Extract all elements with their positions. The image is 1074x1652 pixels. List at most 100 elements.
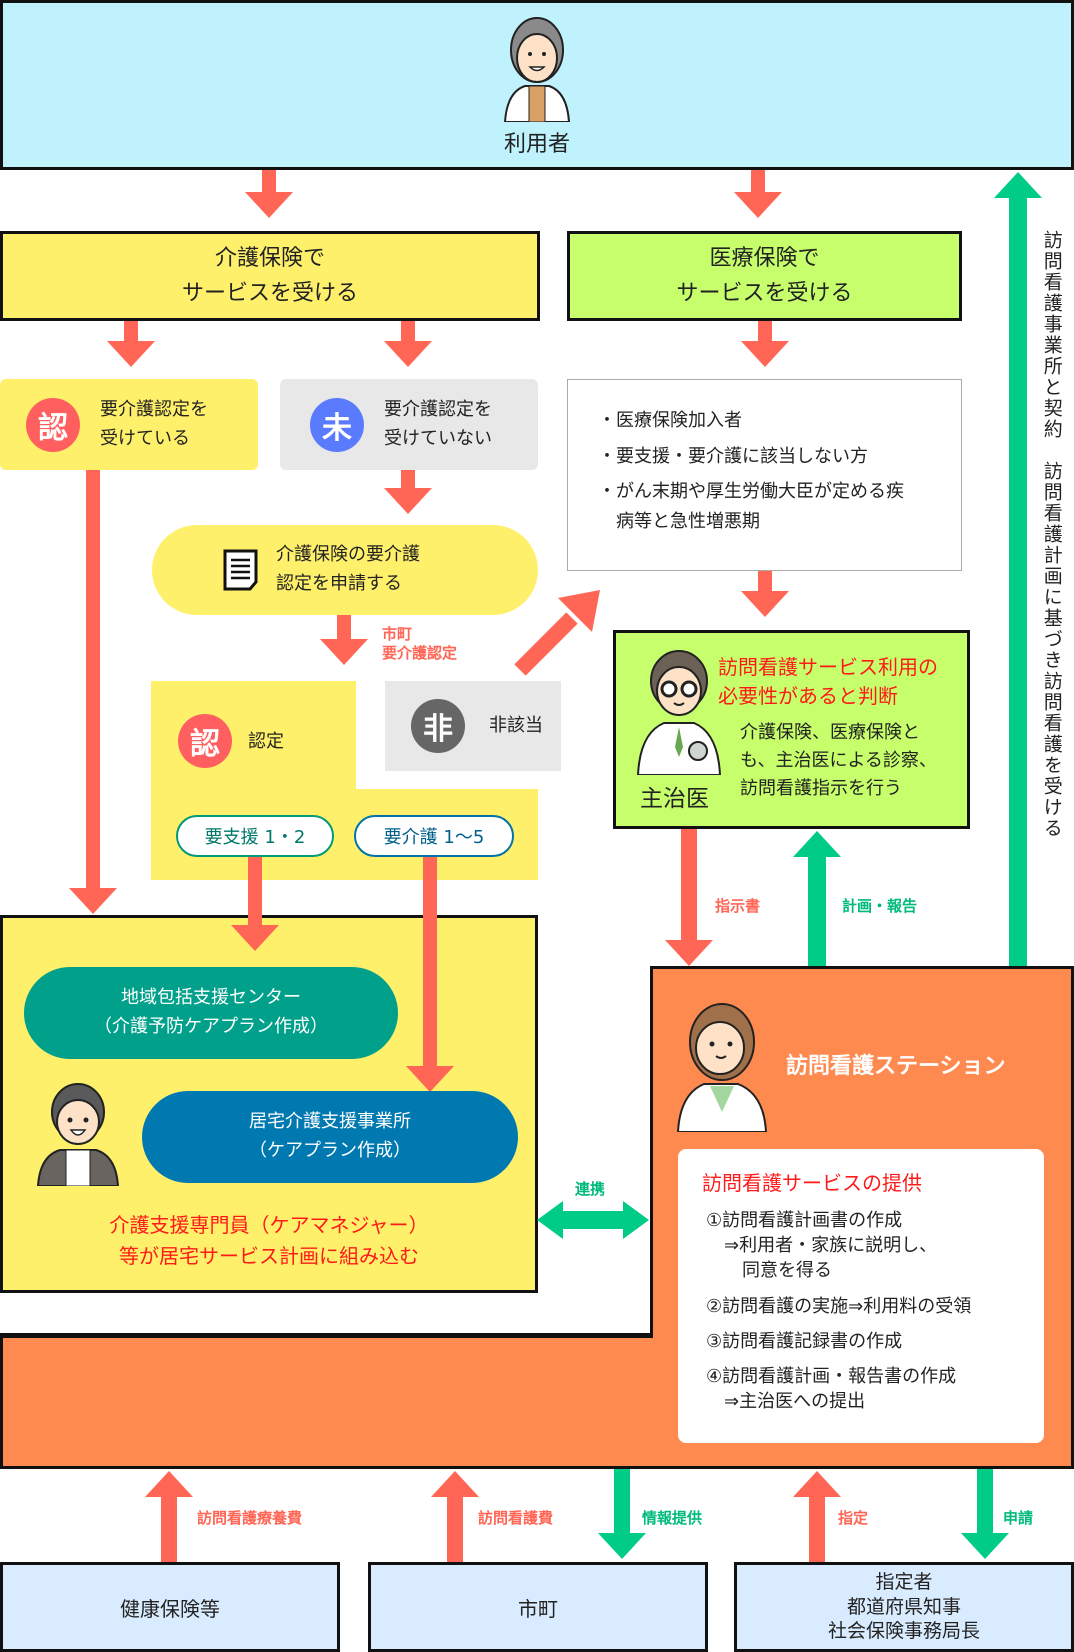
service-item: ⇒利用者・家族に説明し、 (706, 1235, 938, 1257)
user-box: 利用者 (0, 0, 1074, 170)
arrow-down-icon (406, 1066, 454, 1092)
municipal-cert-label-1: 市町 (382, 625, 413, 643)
municipal-cert-label: 市町 要介護認定 (382, 625, 457, 663)
not-certified-box: 未 要介護認定を 受けていない (280, 379, 538, 470)
care-level-label: 要介護 1〜5 (383, 827, 485, 848)
doctor-desc-2: も、主治医による診察、 (740, 749, 937, 771)
arrow-down-icon (320, 639, 368, 665)
elderly-person-icon (503, 17, 571, 122)
designator-text-1: 指定者 (875, 1570, 933, 1593)
bidirectional-arrow-icon[interactable] (537, 1201, 649, 1239)
doctor-label: 主治医 (640, 786, 709, 812)
insurers-label: 健康保険等 (120, 1596, 220, 1621)
arrow-shaft (751, 170, 765, 194)
cooperation-label: 連携 (575, 1180, 606, 1198)
instruction-arrow-shaft (681, 829, 697, 941)
municipality-label: 市町 (518, 1596, 558, 1621)
certified-box: 認 要介護認定を 受けている (0, 379, 258, 470)
plan-report-arrow-shaft (808, 856, 826, 968)
arrow-shaft (86, 470, 100, 890)
contract-label: 訪問看護事業所と契約 訪問看護計画に基づき訪問看護を受ける (1040, 230, 1063, 839)
arrow-shaft (447, 1496, 463, 1562)
arrow-shaft (401, 470, 415, 490)
not-applicable-box: 非 非該当 (385, 681, 561, 771)
municipality-box: 市町 (368, 1562, 708, 1652)
care-level-pill: 要介護 1〜5 (354, 815, 514, 857)
service-item: 同意を得る (706, 1260, 832, 1282)
certified-text-2: 受けている (100, 427, 190, 449)
arrow-down-icon (961, 1533, 1009, 1559)
doctor-desc-3: 訪問看護指示を行う (740, 777, 902, 799)
medical-insurance-box: 医療保険で サービスを受ける (567, 231, 962, 321)
arrow-down-icon (69, 888, 117, 914)
arrow-up-icon (994, 172, 1042, 198)
arrow-up-icon (793, 1471, 841, 1497)
service-item: ③訪問看護記録書の作成 (706, 1330, 903, 1352)
home-care-office-text-1: 居宅介護支援事業所 (249, 1111, 411, 1133)
arrow-up-icon (793, 831, 841, 857)
not-applicable-badge: 非 (411, 699, 465, 753)
doctor-box: 主治医 訪問看護サービス利用の 必要性があると判断 介護保険、医療保険と も、主… (613, 630, 970, 829)
apply-pill: 介護保険の要介護 認定を申請する (152, 525, 538, 615)
arrow-shaft (809, 1496, 825, 1562)
doctor-desc-1: 介護保険、医療保険と (740, 722, 920, 743)
arrow-down-icon (384, 341, 432, 367)
service-item: ④訪問看護計画・報告書の作成 (706, 1365, 957, 1387)
arrow-shaft (977, 1469, 993, 1535)
plan-report-label: 計画・報告 (842, 897, 918, 915)
doctor-icon (636, 650, 722, 775)
station-services-panel: 訪問看護サービスの提供 ①訪問看護計画書の作成 ⇒利用者・家族に説明し、 同意を… (678, 1149, 1044, 1443)
community-center-text-1: 地域包括支援センター (121, 987, 301, 1009)
care-manager-note: 介護支援専門員（ケアマネジャー） 等が居宅サービス計画に組み込む (0, 1210, 538, 1272)
arrow-down-icon (741, 591, 789, 617)
info-label: 情報提供 (642, 1509, 703, 1527)
certified-text-1: 要介護認定を (100, 398, 208, 420)
home-care-office-text-2: （ケアプラン作成） (249, 1140, 411, 1161)
doctor-heading-2: 必要性があると判断 (718, 684, 898, 708)
condition-item: ・がん末期や厚生労働大臣が定める疾 (598, 481, 904, 503)
care-manager-note-1: 介護支援専門員（ケアマネジャー） (109, 1213, 429, 1237)
arrow-down-icon (734, 192, 782, 218)
arrow-shaft (758, 321, 772, 343)
arrow-down-icon (245, 192, 293, 218)
care-insurance-box: 介護保険で サービスを受ける (0, 231, 540, 321)
apply-text-2: 認定を申請する (276, 573, 402, 594)
support-level-label: 要支援 1・2 (204, 827, 306, 848)
certified-badge: 認 (26, 397, 80, 452)
application-label: 申請 (1003, 1509, 1034, 1527)
designator-text-3: 社会保険事務局長 (827, 1620, 980, 1643)
arrow-shaft (161, 1496, 177, 1562)
designator-box: 指定者 都道府県知事 社会保険事務局長 (734, 1562, 1074, 1652)
municipal-cert-label-2: 要介護認定 (382, 643, 458, 662)
service-item: ②訪問看護の実施⇒利用料の受領 (706, 1295, 972, 1317)
medical-insurance-title-2: サービスを受ける (676, 281, 853, 306)
not-applicable-label: 非該当 (489, 714, 543, 736)
instruction-label: 指示書 (715, 897, 761, 915)
arrow-down-icon (741, 341, 789, 367)
arrow-down-icon (598, 1533, 646, 1559)
doctor-heading-1: 訪問看護サービス利用の (718, 655, 938, 679)
care-manager-icon (36, 1083, 120, 1186)
designator-text-2: 都道府県知事 (846, 1595, 961, 1618)
arrow-down-icon (231, 925, 279, 951)
not-certified-text-2: 受けていない (384, 427, 492, 449)
care-insurance-title-1: 介護保険で (214, 245, 325, 271)
arrow-down-icon (107, 341, 155, 367)
document-icon (223, 549, 258, 591)
service-item: ①訪問看護計画書の作成 (706, 1210, 903, 1231)
arrow-shaft (337, 615, 351, 641)
home-care-office-pill: 居宅介護支援事業所 （ケアプラン作成） (142, 1091, 518, 1183)
apply-text-1: 介護保険の要介護 (276, 544, 420, 566)
gap-bottom-border (0, 1333, 653, 1336)
arrow-shaft (124, 321, 138, 343)
arrow-up-icon (431, 1471, 479, 1497)
arrow-shaft (401, 321, 415, 343)
medical-insurance-title-1: 医療保険で (709, 245, 820, 271)
arrow-shaft (248, 857, 262, 927)
medical-conditions-box: ・医療保険加入者 ・要支援・要介護に該当しない方 ・がん末期や厚生労働大臣が定め… (567, 379, 962, 571)
designation-label: 指定 (838, 1509, 869, 1527)
approved-badge: 認 (178, 714, 232, 768)
not-certified-badge: 未 (310, 397, 364, 452)
arrow-down-icon (665, 940, 713, 966)
arrow-shaft (614, 1469, 630, 1535)
